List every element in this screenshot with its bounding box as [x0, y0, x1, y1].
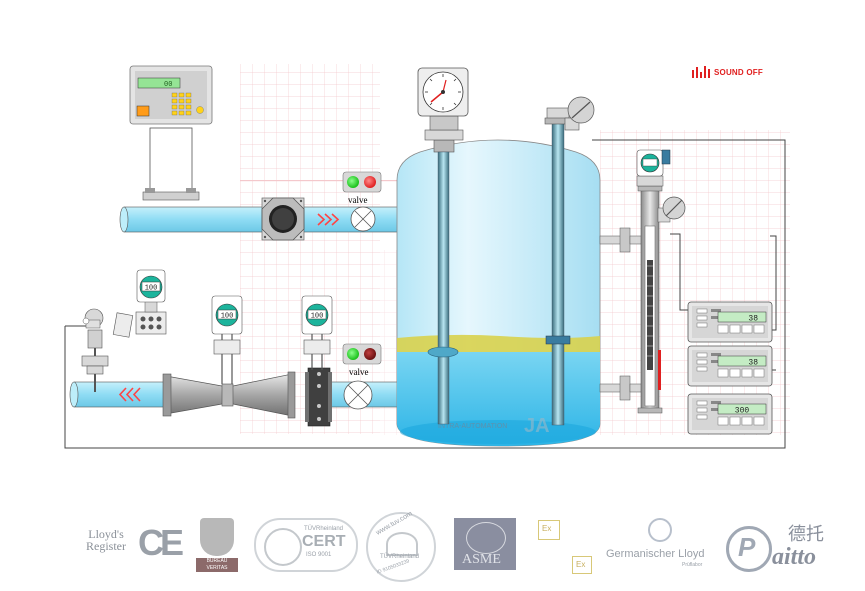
- flow-computer[interactable]: 00: [129, 65, 213, 201]
- bottom-valve-label: valve: [349, 367, 369, 377]
- meter-reading-1: 38: [748, 315, 758, 324]
- meter-reading-3: 300: [735, 407, 750, 416]
- panel-meter-2[interactable]: 38: [687, 345, 773, 387]
- saitto-logo: P 德托 aitto: [720, 518, 836, 580]
- bottom-valve-indicator: [342, 343, 382, 365]
- tuv-rheinland-logo: www.tuv.com TÜVRheinland ID 9105033239: [366, 510, 436, 582]
- top-valve[interactable]: [350, 206, 376, 232]
- flow-arrows-right: [317, 213, 340, 226]
- level-transmitter[interactable]: [544, 96, 595, 426]
- germanischer-lloyd-logo: Germanischer Lloyd Prüflabor: [606, 518, 716, 574]
- ce-mark-logo: CE: [138, 522, 184, 563]
- meter-reading-2: 38: [748, 359, 758, 368]
- orifice-transmitter[interactable]: 100: [301, 295, 333, 370]
- indicator-red-light: [364, 176, 376, 188]
- storage-tank: INTRA-AUTOMATION JA: [396, 139, 601, 447]
- pressure-gauge[interactable]: [417, 67, 469, 153]
- bottom-pipeline: [69, 367, 399, 427]
- transmitter-reading-2: 100: [221, 313, 234, 321]
- tank-watermark-logo: JA: [524, 415, 550, 437]
- asme-logo: ASME: [454, 518, 516, 570]
- venturi-transmitter[interactable]: 100: [211, 295, 243, 384]
- diff-pressure-transmitter[interactable]: 100: [112, 269, 167, 338]
- panel-meter-1[interactable]: 38: [687, 301, 773, 343]
- indicator-green-light: [347, 348, 359, 360]
- indicator-dark-light: [364, 348, 376, 360]
- lloyds-register-logo: Lloyd's Register: [86, 527, 126, 553]
- keypad: [171, 92, 204, 116]
- transmitter-reading-3: 100: [311, 313, 324, 321]
- bureau-veritas-logo: BUREAU VERITAS: [196, 518, 238, 574]
- top-valve-indicator: [342, 171, 382, 193]
- float-rod: [427, 151, 459, 425]
- sound-off-label: SOUND OFF: [714, 67, 763, 77]
- sound-bars-icon: [692, 66, 710, 78]
- ex-atex-logo: Ex Ex: [536, 518, 596, 578]
- tank-watermark: INTRA-AUTOMATION: [438, 423, 507, 430]
- top-valve-label: valve: [348, 195, 368, 205]
- tuv-cert-logo: TÜVRheinland CERT ISO 9001: [254, 518, 358, 572]
- indicator-green-light: [347, 176, 359, 188]
- flow-computer-display: 00: [164, 81, 172, 89]
- bottom-valve[interactable]: [343, 380, 373, 410]
- flow-arrows-left: [118, 387, 141, 402]
- panel-meter-3[interactable]: 300: [687, 393, 773, 435]
- sound-off-button[interactable]: SOUND OFF: [692, 66, 763, 78]
- vortex-flowmeter[interactable]: [261, 197, 305, 241]
- bypass-level-gauge[interactable]: [599, 149, 686, 414]
- certification-logos: Lloyd's Register CE BUREAU VERITAS TÜVRh…: [70, 510, 840, 582]
- temperature-sensor[interactable]: [81, 308, 109, 392]
- transmitter-reading-1: 100: [145, 285, 158, 293]
